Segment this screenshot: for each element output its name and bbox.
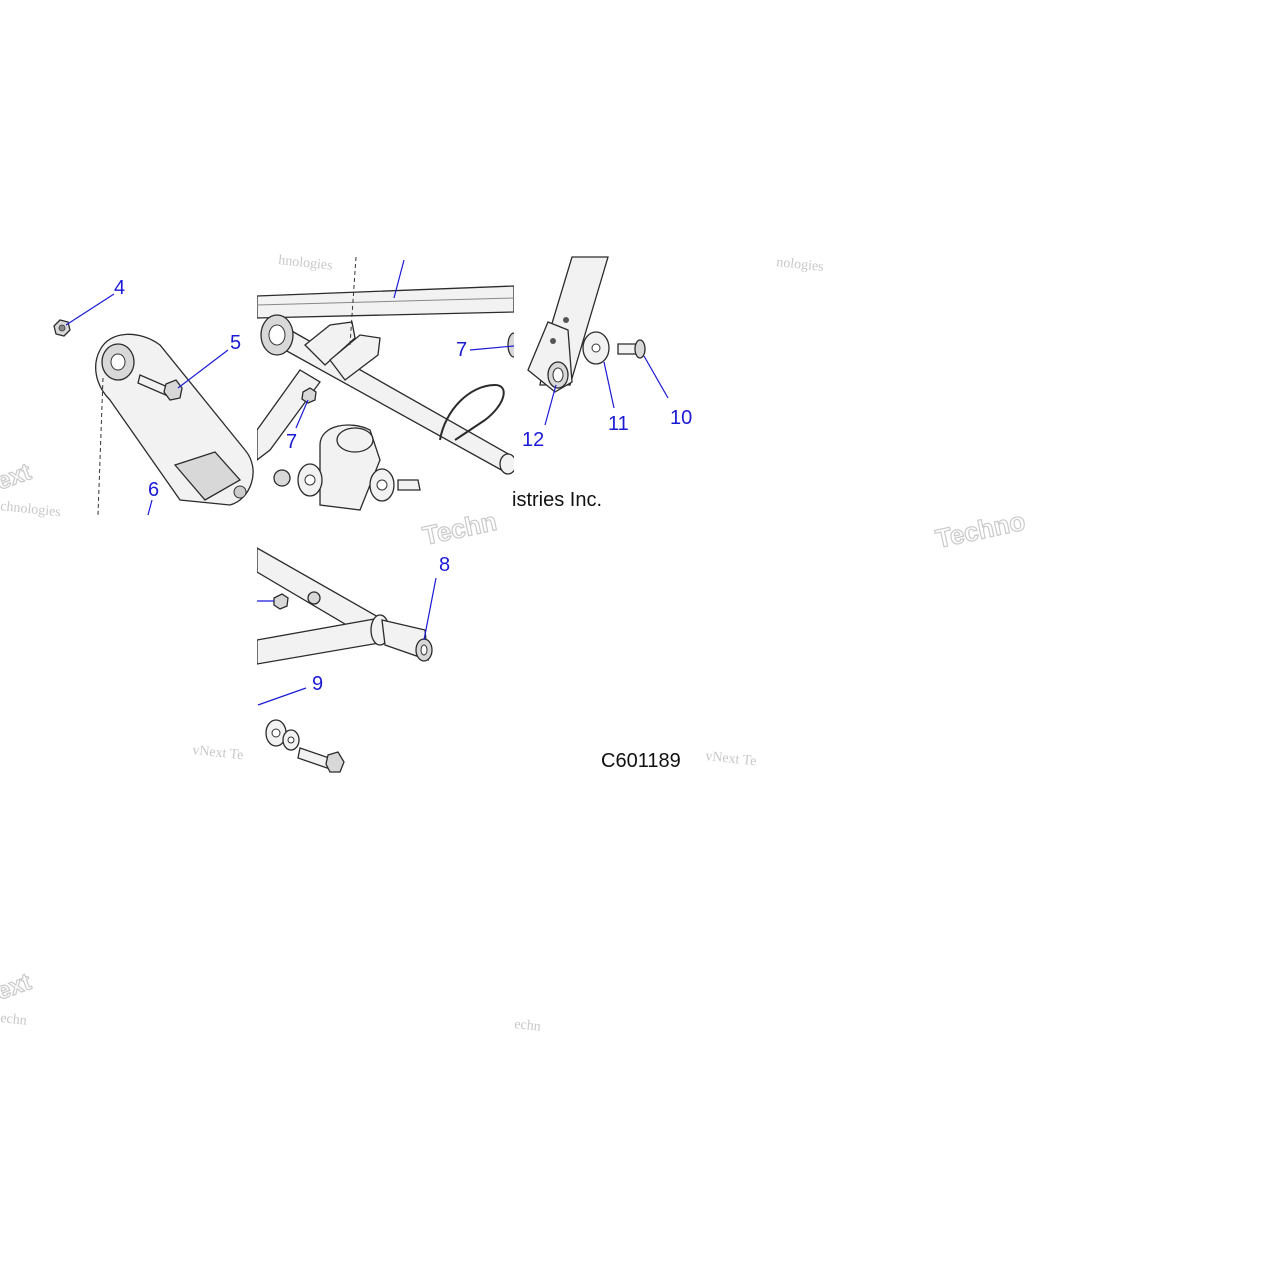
callout-5: 5 [230,332,241,354]
link-arm-assembly [527,256,669,426]
callout-labels: 4 5 6 7 7 8 9 10 11 12 [114,277,692,695]
watermark-text: ext [0,458,35,495]
callout-7-bottom: 7 [286,431,297,453]
callout-6: 6 [148,479,159,501]
leader-line [65,293,115,326]
watermark-text: hnologies [278,253,334,274]
copyright-text: istries Inc. [512,489,602,511]
watermark-text: nologies [776,255,825,275]
frame-pivot-assembly [257,257,514,511]
callout-12: 12 [522,429,544,451]
watermark-text: Techn [420,506,499,551]
watermark-text: echn [514,1017,542,1035]
watermark-text: vNext Te [192,743,245,763]
bolt-part [617,339,646,359]
figure-code: C601189 [601,750,681,772]
callout-7-top: 7 [456,339,467,361]
callout-4: 4 [114,277,125,299]
alignment-line [97,377,104,516]
callout-10: 10 [670,407,692,429]
callout-11: 11 [608,413,629,435]
nut-part [53,319,71,337]
watermark-text: vNext Te [705,749,758,769]
watermark-text: chnologies [0,499,61,520]
leader-line [177,349,229,389]
shock-absorber-part [95,333,254,506]
shock-assembly [53,293,254,516]
watermark-text: echn [0,1011,27,1029]
leader-line [147,499,153,516]
callout-8: 8 [439,554,450,576]
watermark-text: Techno [933,506,1028,554]
watermark-text: ext [0,968,35,1005]
callout-9: 9 [312,673,323,695]
bolt-part [137,374,183,401]
a-arm-assembly [257,547,437,773]
